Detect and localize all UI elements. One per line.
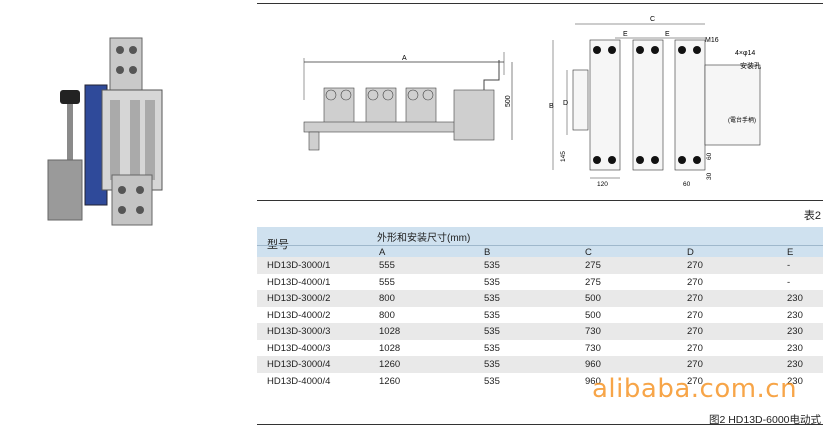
cell-d: 270 [687, 375, 703, 387]
cell-a: 1028 [379, 342, 401, 354]
dim-b-label: B [549, 103, 554, 110]
dimensions-table: 型号 外形和安装尺寸(mm) A B C D E HD13D-3000/1 55… [257, 227, 823, 389]
cell-a: 555 [379, 276, 395, 288]
cell-model: HD13D-4000/4 [267, 375, 331, 387]
col-e: E [787, 247, 794, 258]
cell-b: 535 [484, 342, 500, 354]
table-row: HD13D-4000/1 555 535 275 270 - [257, 273, 823, 290]
cell-e: - [787, 260, 791, 271]
cell-c: 500 [585, 309, 601, 321]
cell-a: 1260 [379, 359, 401, 370]
front-view-drawing: C E E M16 4×φ14 安装孔 (電台手柄) B D 145 120 6… [549, 16, 761, 188]
dim-height-label: 500 [505, 95, 512, 107]
cell-model: HD13D-4000/1 [267, 276, 331, 288]
col-d: D [687, 247, 694, 258]
cell-a: 800 [379, 309, 395, 321]
cell-b: 535 [484, 260, 500, 271]
dims-header: 外形和安装尺寸(mm) [377, 233, 471, 244]
dim-30-label: 30 [706, 172, 713, 180]
table-number: 表2 [803, 210, 821, 222]
dim-145-label: 145 [560, 151, 567, 162]
cell-c: 275 [585, 260, 601, 271]
dim-120-label: 120 [597, 181, 608, 188]
bottom-rule [257, 424, 823, 425]
cell-a: 1028 [379, 326, 401, 337]
cell-a: 555 [379, 260, 395, 271]
cell-c: 500 [585, 293, 601, 304]
cell-e: 230 [787, 342, 803, 354]
dim-d-label: D [563, 100, 568, 107]
cell-a: 1260 [379, 375, 401, 387]
cell-model: HD13D-3000/2 [267, 293, 331, 304]
table-row: HD13D-3000/1 555 535 275 270 - [257, 257, 823, 274]
cell-b: 535 [484, 276, 500, 288]
cell-model: HD13D-3000/3 [267, 326, 331, 337]
cell-e: 230 [787, 326, 803, 337]
dim-e1-label: E [623, 31, 628, 38]
cell-e: 230 [787, 359, 803, 370]
col-a: A [379, 247, 386, 258]
panel-label: (電台手柄) [728, 116, 756, 124]
dim-c-label: C [650, 16, 655, 23]
cell-d: 270 [687, 260, 703, 271]
col-c: C [585, 247, 592, 258]
table-row: HD13D-4000/3 1028 535 730 270 230 [257, 339, 823, 356]
cell-e: 230 [787, 375, 803, 387]
table-row: HD13D-4000/4 1260 535 960 270 230 [257, 372, 823, 389]
cell-d: 270 [687, 293, 703, 304]
cell-model: HD13D-3000/1 [267, 260, 331, 271]
column-headers: A B C D E [257, 245, 823, 258]
cell-b: 535 [484, 293, 500, 304]
cell-d: 270 [687, 326, 703, 337]
cell-e: - [787, 276, 791, 288]
holes-label: 4×φ14 [735, 50, 755, 57]
cell-e: 230 [787, 293, 803, 304]
cell-b: 535 [484, 375, 500, 387]
col-b: B [484, 247, 491, 258]
cell-c: 730 [585, 342, 601, 354]
table-row: HD13D-3000/4 1260 535 960 270 230 [257, 356, 823, 373]
cell-a: 800 [379, 293, 395, 304]
cell-e: 230 [787, 309, 803, 321]
dim-60b-label: 60 [683, 181, 691, 188]
table-body: HD13D-3000/1 555 535 275 270 - HD13D-400… [257, 257, 823, 389]
cell-model: HD13D-4000/3 [267, 342, 331, 354]
bolt-label: M16 [705, 37, 719, 44]
mount-label: 安装孔 [740, 61, 761, 70]
cell-c: 960 [585, 375, 601, 387]
dim-a-label: A [402, 55, 407, 62]
table-header: 型号 外形和安装尺寸(mm) A B C D E [257, 227, 823, 258]
top-rule [257, 3, 823, 4]
table-row: HD13D-4000/2 800 535 500 270 230 [257, 306, 823, 323]
cell-model: HD13D-4000/2 [267, 309, 331, 321]
table-row: HD13D-3000/3 1028 535 730 270 230 [257, 323, 823, 340]
cell-c: 730 [585, 326, 601, 337]
figure-caption: 图2 HD13D-6000电动式 [708, 414, 821, 426]
middle-rule [257, 200, 823, 201]
cell-d: 270 [687, 276, 703, 288]
product-photo [47, 37, 163, 226]
cell-c: 960 [585, 359, 601, 370]
cell-b: 535 [484, 359, 500, 370]
cell-model: HD13D-3000/4 [267, 359, 331, 370]
cell-c: 275 [585, 276, 601, 288]
cell-d: 270 [687, 309, 703, 321]
cell-d: 270 [687, 359, 703, 370]
cell-b: 535 [484, 326, 500, 337]
dim-e2-label: E [665, 31, 670, 38]
watermark: alibaba.com.cn [592, 374, 798, 404]
cell-d: 270 [687, 342, 703, 354]
table-row: HD13D-3000/2 800 535 500 270 230 [257, 290, 823, 307]
side-view-drawing: A 500 [303, 52, 513, 151]
cell-b: 535 [484, 309, 500, 321]
dim-60a-label: 60 [706, 152, 713, 160]
